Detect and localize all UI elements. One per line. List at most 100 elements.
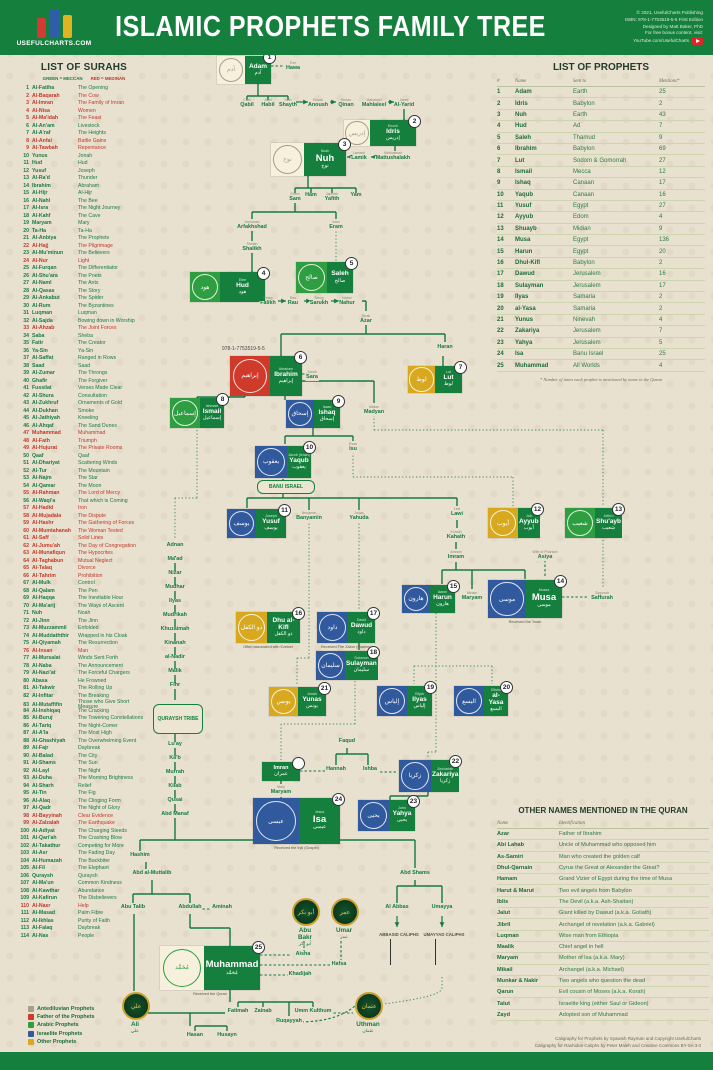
surah-row: 69 Al-Haqqa The Inevitable Hour (18, 595, 150, 603)
prophet-mentions: 20 (659, 248, 666, 255)
prophet-sent-to: Jerusalem (573, 339, 601, 346)
relative-english-name: Mahalalel (366, 98, 382, 102)
prophet-mentions: 4 (659, 214, 663, 221)
other-name: Zayd (497, 1011, 511, 1018)
surah-name: Ya-Sin (32, 347, 48, 354)
relative-name: Imram (446, 553, 466, 561)
youtube-icon (692, 36, 703, 45)
relative-label: Shelah Shalikh (241, 242, 263, 253)
relative-label: Aisha (294, 951, 312, 958)
surah-name: Saba (32, 332, 45, 339)
surah-meaning: Muhammad (78, 430, 106, 437)
prophet-row: 1 Adam Earth 25 (497, 87, 705, 99)
prophet-node: زكريا Zechariah Zakariya زكريا 22 (399, 755, 462, 792)
other-name-identification: Father of Ibrahim (559, 831, 602, 838)
caliphate-label: UMAYYAD CALIPHS (423, 932, 465, 937)
surah-number: 42 (23, 392, 29, 399)
relative-name: Maryam (269, 788, 293, 796)
surah-number: 95 (23, 790, 29, 797)
surah-row: 13 Al-Ra'd Thunder (18, 175, 150, 183)
surah-meaning: The Overwhelming Event (78, 737, 137, 744)
surah-meaning: Competing for More (78, 842, 124, 849)
prophet-node: ذو الكفل Dhu al-Kifl ذو الكفل 16 Often a… (236, 607, 305, 649)
relative-english-name: Miriam (466, 591, 478, 595)
prophet-number-badge: 14 (554, 575, 567, 588)
other-name-identification: Wise man from Ethiopia (559, 932, 619, 939)
prophet-arabic-name: أيوب (523, 524, 534, 531)
surah-row: 92 Al-Layl The Night (18, 768, 150, 776)
surah-row: 1 Al-Fatiha The Opening (18, 85, 150, 93)
medallion-arabic: إبراهيم (241, 373, 259, 380)
surah-meaning: Qaaf (78, 452, 90, 459)
surah-meaning: Women (78, 107, 96, 114)
relative-english-name: Methuselah (383, 151, 403, 155)
prophet-row: 6 Ibrahim Babylon 69 (497, 144, 705, 156)
relative-label: Esau Isu (348, 442, 358, 453)
other-names-panel: OTHER NAMES MENTIONED IN THE QURAN Name … (497, 806, 709, 1022)
prophet-row: 8 Ismail Mecca 12 (497, 167, 705, 179)
surah-name: Al-Takathur (32, 842, 61, 849)
relative-english-name: Judah (354, 511, 364, 515)
caliph-name: Umar (331, 927, 357, 934)
surah-name: Al-Ahqaf (32, 422, 54, 429)
prophet-sent-to: Jerusalem (573, 328, 601, 335)
surah-row: 101 Al-Qari'ah The Crashing Blow (18, 835, 150, 843)
surah-row: 6 Al-An'am Livestock (18, 123, 150, 131)
surah-row: 100 Al-Adiyat The Charging Steeds (18, 828, 150, 836)
surah-name: Al-Talaq (32, 565, 53, 572)
prophet-number-badge: 11 (278, 504, 291, 517)
prophet-number-badge: 21 (318, 682, 331, 695)
calligraphy-medallion-icon: موسى (488, 580, 526, 618)
surah-row: 57 Al-Hadid Iron (18, 505, 150, 513)
relative-name: Yam (349, 192, 363, 199)
relative-name: Ishba (361, 766, 379, 773)
surah-row: 85 Al-Buruj The Towering Constellations (18, 715, 150, 723)
prophet-name: Ismail (515, 168, 533, 175)
prophet-mentions: 16 (659, 191, 666, 198)
prophet-number: 24 (497, 351, 504, 358)
surah-row: 16 Al-Nahl The Bee (18, 198, 150, 206)
prophet-mentions: 12 (659, 168, 666, 175)
prophet-arabic-name: إسحاق (319, 415, 335, 422)
relative-name: Sara (305, 373, 319, 381)
other-name-identification: Two evil angels from Babylon (559, 887, 632, 894)
surah-name: Al-Dhariyat (32, 460, 60, 467)
relative-label: Nahor Nahur (338, 296, 356, 307)
prophet-row: 10 Yaqub Canaan 16 (497, 190, 705, 201)
surah-row: 5 Al-Ma'idah The Feast (18, 115, 150, 123)
relative-english-name: Shelah (246, 242, 258, 246)
surah-row: 30 Al-Rum The Byzantines (18, 303, 150, 311)
relative-english-name: Zipporah (595, 591, 609, 595)
surah-number: 34 (23, 332, 29, 339)
relative-label: Abel Habil (260, 98, 276, 109)
surah-meaning: Joseph (78, 167, 95, 174)
prophet-number: 7 (497, 157, 501, 164)
surah-number: 22 (23, 242, 29, 249)
surah-name: Ibrahim (32, 182, 51, 189)
surah-meaning: Prohibition (78, 572, 103, 579)
surah-row: 108 Al-Kawthar Abundance (18, 888, 150, 896)
medallion-arabic: آدم (226, 67, 236, 74)
prophet-name: Dawud (350, 622, 373, 630)
surah-row: 114 Al-Nas People (18, 933, 150, 941)
prophet-name: Nuh (315, 152, 335, 164)
other-name-identification: Giant killed by Dawud (a.k.a. Goliath) (559, 910, 652, 917)
surah-number: 8 (26, 137, 29, 144)
prophet-node: إسحاق Isaac Ishaq إسحاق 9 (286, 395, 345, 428)
prophet-name: Yunus (515, 317, 534, 323)
surah-name: Al-Ahzab (32, 325, 55, 332)
surah-row: 44 Al-Dukhan Smoke (18, 408, 150, 416)
prophet-caption: Received The Zabur (Psalms) (320, 644, 372, 649)
relative-label: Hashim (129, 852, 151, 859)
prophet-name-box: Jonah Yunas يونس (298, 687, 326, 716)
surah-meaning: He Frowned (78, 677, 107, 684)
prophet-name: Hud (515, 123, 527, 130)
surah-number: 81 (23, 685, 29, 692)
prophet-number: 19 (497, 294, 504, 301)
prophet-caption: Received the Torah (508, 619, 542, 624)
surah-name: Al-Nur (32, 257, 48, 264)
surah-number: 65 (23, 565, 29, 572)
surah-row: 88 Al-Ghashiyah The Overwhelming Event (18, 738, 150, 746)
surah-row: 77 Al-Mursalat Winds Sent Forth (18, 655, 150, 663)
relative-name: Murrah (164, 769, 186, 776)
